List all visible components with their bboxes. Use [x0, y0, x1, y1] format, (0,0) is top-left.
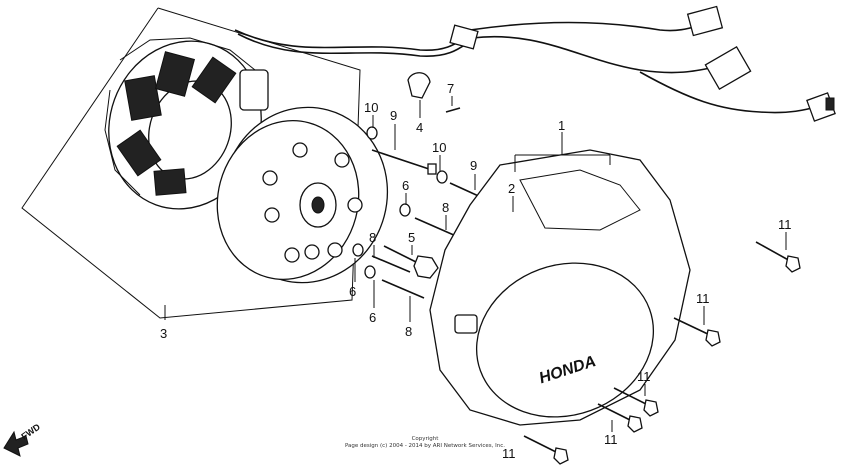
stator[interactable] — [85, 19, 284, 230]
callout-3: 3 — [160, 326, 167, 341]
callout-11-bottom: 11 — [604, 432, 618, 447]
leader-lines — [164, 96, 787, 432]
wiring-harness[interactable] — [234, 5, 836, 122]
fasteners[interactable] — [352, 72, 503, 299]
fwd-arrow-icon — [3, 430, 29, 457]
callout-2: 2 — [508, 181, 515, 196]
fwd-label: FWD — [19, 421, 42, 441]
callout-8-mid: 8 — [369, 230, 376, 245]
left-crankcase-cover[interactable]: HONDA — [429, 149, 691, 441]
callout-4: 4 — [416, 120, 423, 135]
callout-8-top: 8 — [442, 200, 449, 215]
callout-9-lower: 9 — [470, 158, 477, 173]
cover-bolts[interactable] — [523, 241, 801, 465]
callout-8-bottom: 8 — [405, 324, 412, 339]
callout-10-lower: 10 — [432, 140, 446, 155]
callout-6-left: 6 — [349, 284, 356, 299]
callout-5: 5 — [408, 230, 415, 245]
callout-7: 7 — [447, 81, 454, 96]
callout-11-lower: 11 — [637, 369, 651, 384]
callout-labels: 1 2 3 4 5 6 6 6 7 8 8 8 9 9 10 10 11 11 … — [160, 81, 792, 461]
copyright: Copyright Page design (c) 2004 - 2014 by… — [345, 436, 505, 449]
callout-11-mid: 11 — [696, 291, 710, 306]
flywheel-rotor[interactable] — [200, 89, 407, 301]
callout-11-far-bottom: 11 — [502, 446, 516, 461]
callout-9-top: 9 — [390, 108, 397, 123]
callout-1: 1 — [558, 118, 565, 133]
callout-6-bottom: 6 — [369, 310, 376, 325]
callout-11-right: 11 — [778, 217, 792, 232]
copyright-line-2: Page design (c) 2004 - 2014 by ARI Netwo… — [345, 443, 505, 449]
copyright-line-1: Copyright — [412, 436, 440, 442]
callout-10-top: 10 — [364, 100, 378, 115]
stator-group-box — [21, 7, 361, 319]
fwd-indicator: FWD — [3, 421, 42, 457]
callout-6-top: 6 — [402, 178, 409, 193]
